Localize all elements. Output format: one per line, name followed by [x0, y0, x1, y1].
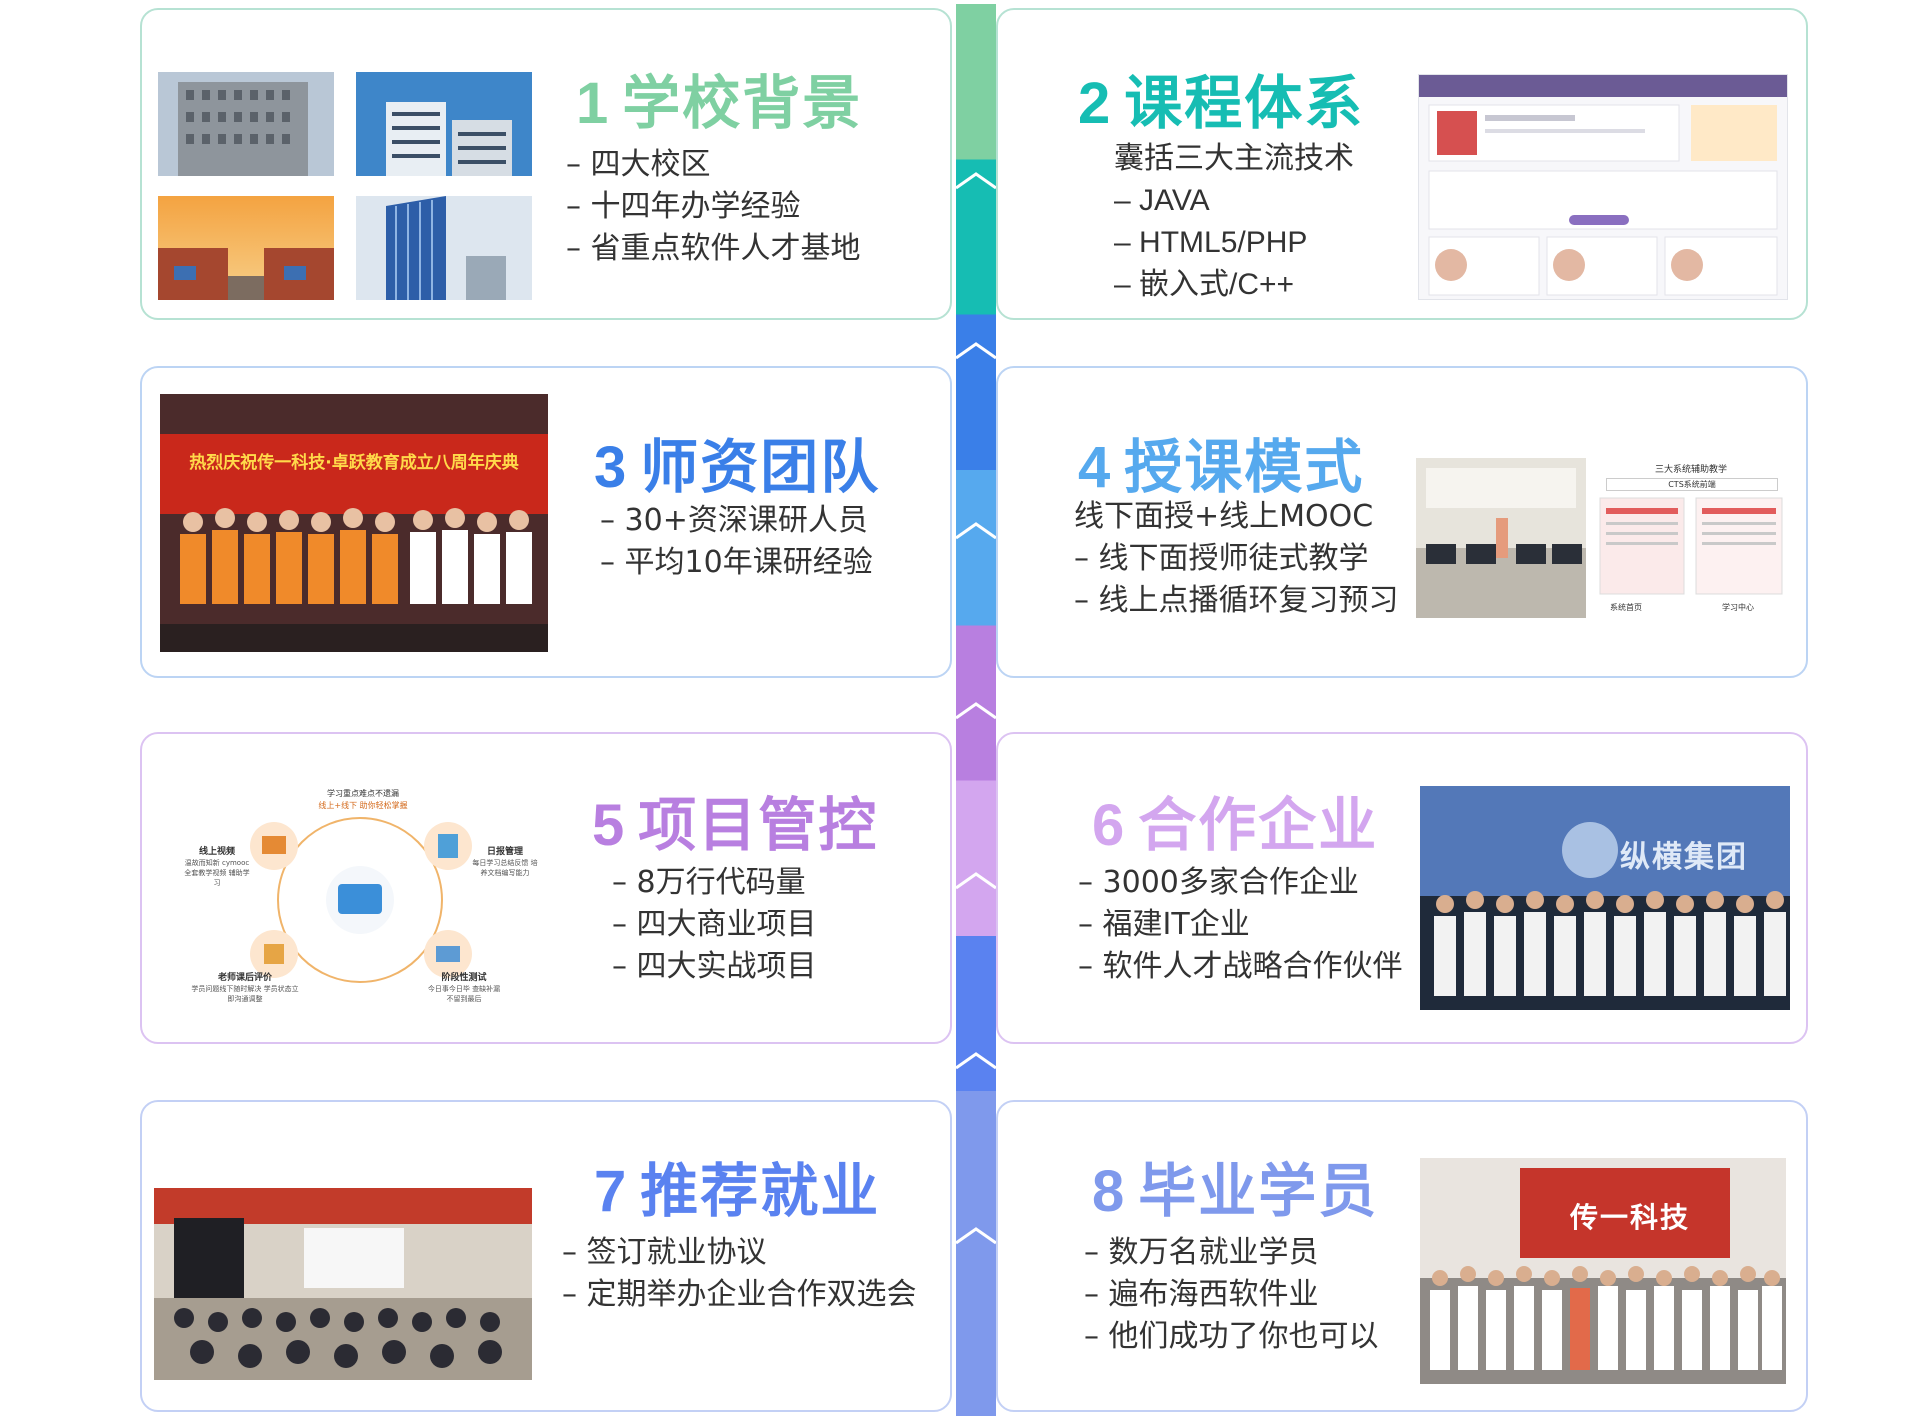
bullet-list: JAVA HTML5/PHP 嵌入式/C++ — [1114, 180, 1307, 306]
diagram-top: 学习重点难点不遗漏 — [327, 789, 399, 798]
bullet-item: 四大校区 — [566, 144, 861, 186]
bullet-item: 他们成功了你也可以 — [1084, 1316, 1379, 1358]
bullet-item: 嵌入式/C++ — [1114, 264, 1307, 306]
learning-cycle-diagram: 学习重点难点不遗漏 线上+线下 助你轻松掌握 线上视频 温故而知新 cymooc… — [180, 780, 540, 1010]
diagram-bottom-right-desc: 今日事今日毕 查缺补漏 不留到最后 — [427, 985, 501, 1003]
faculty-group-photo: 热烈庆祝传一科技·卓跃教育成立八周年庆典 — [160, 394, 548, 652]
campus-street-photo — [158, 196, 334, 300]
diagram-bottom-left-title: 老师课后评价 — [217, 973, 272, 983]
screen-title: 三大系统辅助教学 — [1654, 465, 1727, 475]
diagram-bottom-right-title: 阶段性测试 — [441, 973, 487, 983]
diagram-top-sub: 线上+线下 助你轻松掌握 — [318, 801, 408, 810]
platform-screenshot — [1418, 74, 1788, 300]
bullet-item: 30+资深课研人员 — [600, 500, 873, 542]
graduates-group-photo: 传一科技 — [1420, 1158, 1786, 1384]
bullet-item: 平均10年课研经验 — [600, 542, 873, 584]
chevron-up-icon — [956, 342, 996, 360]
bullet-list: 8万行代码量 四大商业项目 四大实战项目 — [612, 862, 817, 988]
bullet-item: 福建IT企业 — [1078, 904, 1403, 946]
bullet-item: 软件人才战略合作伙伴 — [1078, 946, 1403, 988]
bullet-item: JAVA — [1114, 180, 1307, 222]
bullet-item: 签订就业协议 — [562, 1232, 917, 1274]
chevron-up-icon — [956, 1227, 996, 1245]
company-sign: 纵横集团 — [1620, 840, 1748, 875]
lead-text: 囊括三大主流技术 — [1114, 141, 1354, 176]
classroom-photo — [1416, 458, 1586, 618]
screen-caption-left: 系统首页 — [1610, 603, 1642, 612]
bullet-list: 签订就业协议 定期举办企业合作双选会 — [562, 1232, 917, 1316]
lead-text: 线下面授+线上MOOC — [1074, 499, 1374, 534]
chevron-up-icon — [956, 172, 996, 190]
bullet-item: 省重点软件人才基地 — [566, 228, 861, 270]
diagram-bottom-left-desc: 学员问题线下随时解决 学员状态立即沟通调整 — [191, 985, 299, 1003]
job-fair-photo — [154, 1188, 532, 1380]
chevron-up-icon — [956, 522, 996, 540]
bullet-list: 数万名就业学员 遍布海西软件业 他们成功了你也可以 — [1084, 1232, 1379, 1358]
bullet-item: 遍布海西软件业 — [1084, 1274, 1379, 1316]
chevron-up-icon — [956, 872, 996, 890]
screen-caption-right: 学习中心 — [1722, 603, 1754, 612]
chevron-up-icon — [956, 1052, 996, 1070]
system-screenshots: 三大系统辅助教学 CTS系统前端 系统首页 学习中心 — [1596, 458, 1786, 618]
bullet-item: 3000多家合作企业 — [1078, 862, 1403, 904]
diagram-right-desc: 每日学习总结反馈 培养文档编写能力 — [472, 859, 538, 877]
campus-building-photo — [158, 72, 334, 176]
campus-skyscraper-photo — [356, 196, 532, 300]
screen-subtitle: CTS系统前端 — [1606, 478, 1778, 491]
banner-text: 热烈庆祝传一科技·卓跃教育成立八周年庆典 — [189, 453, 519, 473]
partner-group-photo: 纵横集团 — [1420, 786, 1790, 1010]
bullet-item: 8万行代码量 — [612, 862, 817, 904]
bullet-item: HTML5/PHP — [1114, 222, 1307, 264]
bullet-item: 四大商业项目 — [612, 904, 817, 946]
center-spine — [956, 4, 996, 1416]
card-project-control: 学习重点难点不遗漏 线上+线下 助你轻松掌握 线上视频 温故而知新 cymooc… — [140, 732, 952, 1044]
bullet-item: 线下面授师徒式教学 — [1074, 538, 1399, 580]
diagram-left-title: 线上视频 — [198, 847, 235, 857]
chevron-up-icon — [956, 702, 996, 720]
bullet-item: 定期举办企业合作双选会 — [562, 1274, 917, 1316]
diagram-left-desc: 温故而知新 cymooc全套教学视频 辅助学习 — [184, 859, 250, 887]
bullet-item: 线上点播循环复习预习 — [1074, 580, 1399, 622]
campus-tower-photo — [356, 72, 532, 176]
company-sign: 传一科技 — [1570, 1201, 1691, 1234]
bullet-item: 十四年办学经验 — [566, 186, 861, 228]
bullet-list: 四大校区 十四年办学经验 省重点软件人才基地 — [566, 144, 861, 270]
bullet-item: 四大实战项目 — [612, 946, 817, 988]
bullet-list: 3000多家合作企业 福建IT企业 软件人才战略合作伙伴 — [1078, 862, 1403, 988]
bullet-list: 线下面授师徒式教学 线上点播循环复习预习 — [1074, 538, 1399, 622]
bullet-list: 30+资深课研人员 平均10年课研经验 — [600, 500, 873, 584]
diagram-right-title: 日报管理 — [486, 847, 523, 857]
bullet-item: 数万名就业学员 — [1084, 1232, 1379, 1274]
